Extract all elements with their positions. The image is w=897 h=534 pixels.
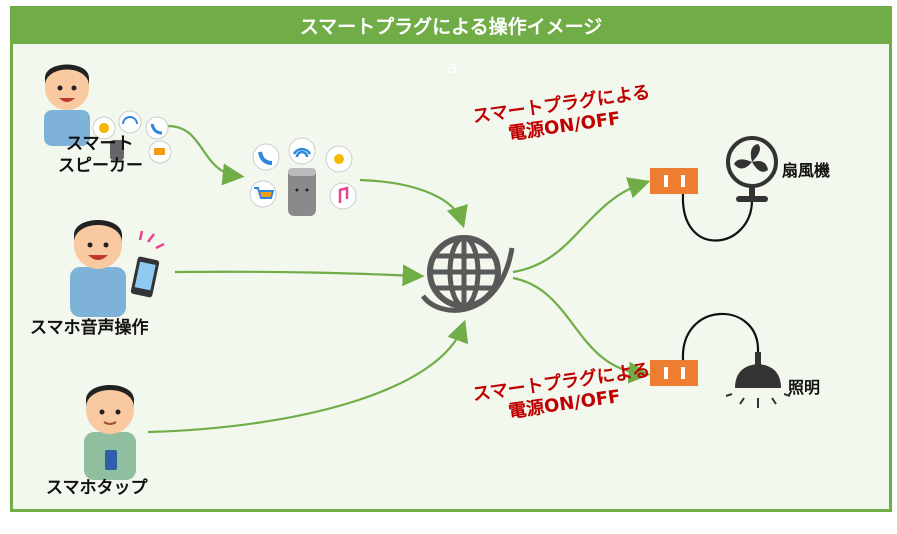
person-icon	[70, 220, 126, 317]
smart-speaker-icon	[249, 137, 357, 216]
arrow-globe-to-plug-top	[512, 177, 651, 274]
globe-icon	[420, 235, 515, 313]
plug-icon	[650, 312, 760, 386]
diagram-title: スマートプラグによる操作イメージ	[10, 6, 892, 44]
speaker-label-line2: スピーカー	[58, 156, 143, 176]
smartphone-icon	[130, 230, 165, 298]
arrow-voice-to-globe	[174, 264, 425, 287]
speaker-label-line1: スマート	[66, 134, 134, 154]
person-icon	[84, 385, 136, 480]
person-icon	[44, 64, 90, 146]
fan-label: 扇風機	[782, 161, 831, 180]
arrow-tap-to-globe	[147, 319, 469, 434]
speaker-bubble-icons	[92, 110, 172, 164]
faint-mark: a	[447, 58, 458, 78]
light-label: 照明	[788, 378, 821, 397]
arrow-speaker-to-device	[167, 124, 245, 186]
tap-label: スマホタップ	[46, 478, 148, 498]
arrow-device-to-globe	[359, 178, 468, 229]
arrow-globe-to-plug-bottom	[512, 276, 651, 384]
fan-icon	[726, 136, 778, 202]
plug-icon	[650, 168, 754, 242]
voice-label: スマホ音声操作	[30, 318, 149, 338]
lamp-icon	[725, 352, 791, 408]
